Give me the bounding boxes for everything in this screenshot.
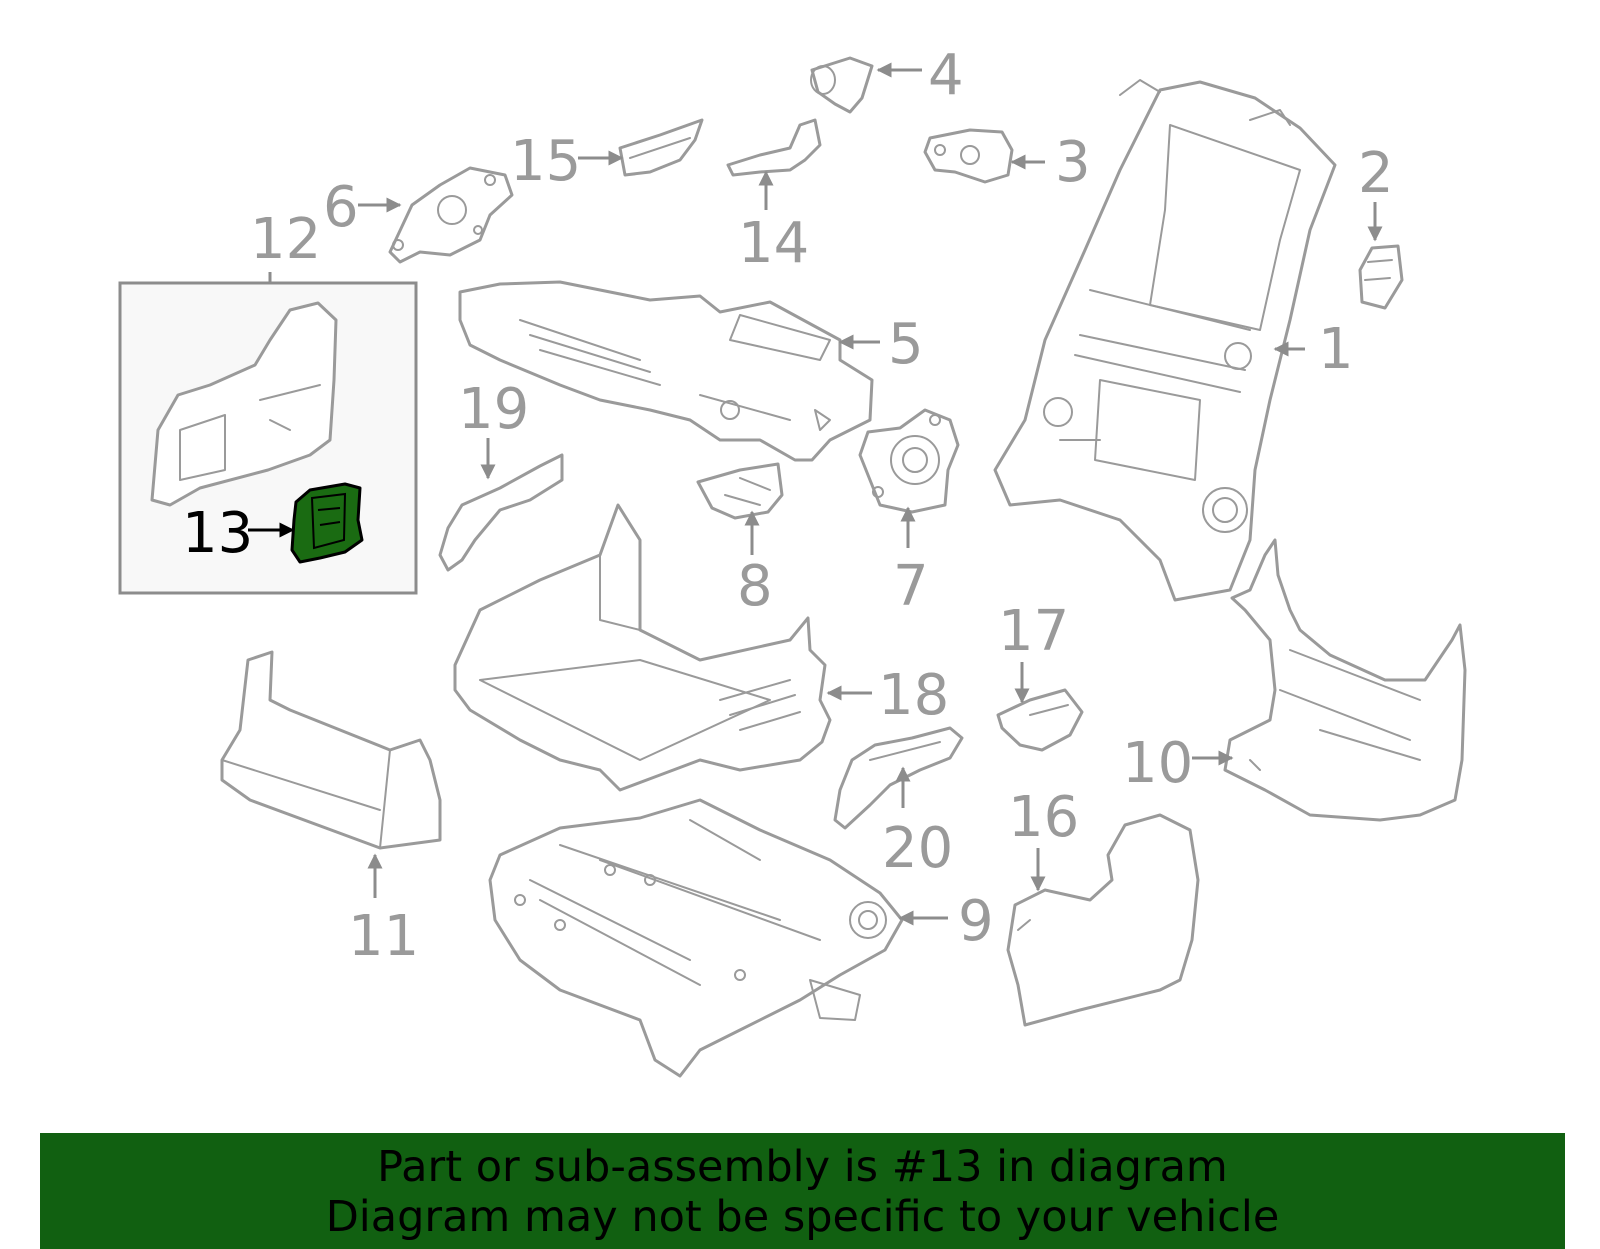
callout-9: 9	[898, 889, 994, 954]
callout-7: 7	[893, 506, 929, 619]
svg-text:18: 18	[878, 663, 949, 728]
callout-10: 10	[1122, 731, 1234, 796]
part-19-trim[interactable]	[438, 453, 564, 572]
callout-11: 11	[348, 853, 419, 969]
callout-13: 13	[182, 501, 295, 566]
svg-text:14: 14	[738, 211, 809, 276]
callout-19: 19	[458, 377, 529, 480]
svg-text:12: 12	[250, 207, 321, 272]
callout-3: 3	[1010, 130, 1091, 195]
svg-text:4: 4	[928, 43, 964, 108]
svg-text:16: 16	[1008, 785, 1079, 850]
part-12-group	[118, 272, 418, 595]
svg-text:7: 7	[893, 554, 929, 619]
svg-text:20: 20	[882, 816, 953, 881]
part-11-front-trim[interactable]	[220, 650, 442, 850]
footer-line-2: Diagram may not be specific to your vehi…	[325, 1192, 1280, 1242]
footer-banner: Part or sub-assembly is #13 in diagram D…	[40, 1133, 1565, 1249]
part-16-back-panel[interactable]	[1006, 813, 1200, 1027]
part-8-cover[interactable]	[696, 462, 784, 520]
svg-text:8: 8	[737, 554, 773, 619]
part-15-lever[interactable]	[618, 118, 704, 177]
part-13-highlighted[interactable]	[290, 482, 364, 564]
callout-6: 6	[323, 175, 402, 240]
callout-1: 1	[1273, 317, 1354, 382]
part-5-cushion-frame[interactable]	[458, 280, 874, 462]
footer-line-1: Part or sub-assembly is #13 in diagram	[377, 1142, 1228, 1192]
svg-text:2: 2	[1358, 141, 1394, 206]
part-18-seat-pan[interactable]	[453, 503, 832, 792]
svg-text:10: 10	[1122, 731, 1193, 796]
callout-12: 12	[250, 207, 321, 272]
callout-16: 16	[1008, 785, 1079, 892]
svg-text:17: 17	[998, 599, 1069, 664]
part-7-gear-unit[interactable]	[858, 408, 960, 514]
part-9-seat-track[interactable]	[488, 798, 904, 1078]
part-20-bracket[interactable]	[833, 726, 964, 830]
svg-text:19: 19	[458, 377, 529, 442]
callout-2: 2	[1358, 141, 1394, 242]
callout-18: 18	[826, 663, 949, 728]
svg-text:11: 11	[348, 904, 419, 969]
svg-text:13: 13	[182, 501, 253, 566]
svg-text:9: 9	[958, 889, 994, 954]
svg-text:1: 1	[1318, 317, 1354, 382]
part-10-side-shield[interactable]	[1223, 538, 1467, 822]
part-2-clip[interactable]	[1358, 244, 1404, 310]
callout-8: 8	[737, 510, 773, 619]
part-3-bracket[interactable]	[923, 128, 1014, 184]
part-1-seat-back-frame[interactable]	[993, 79, 1337, 602]
svg-text:6: 6	[323, 175, 359, 240]
callout-17: 17	[998, 599, 1069, 704]
svg-text:3: 3	[1055, 130, 1091, 195]
svg-text:5: 5	[888, 312, 924, 377]
callout-15: 15	[510, 129, 624, 194]
part-14-rod[interactable]	[726, 118, 822, 177]
callout-14: 14	[738, 170, 809, 276]
part-12-side-cover[interactable]	[150, 301, 338, 507]
part-17-bracket[interactable]	[996, 688, 1084, 752]
part-4-cap[interactable]	[810, 56, 874, 114]
callout-5: 5	[838, 312, 924, 377]
svg-text:15: 15	[510, 129, 581, 194]
part-6-recliner[interactable]	[388, 166, 514, 264]
callout-4: 4	[876, 43, 964, 108]
callout-20: 20	[882, 766, 953, 881]
